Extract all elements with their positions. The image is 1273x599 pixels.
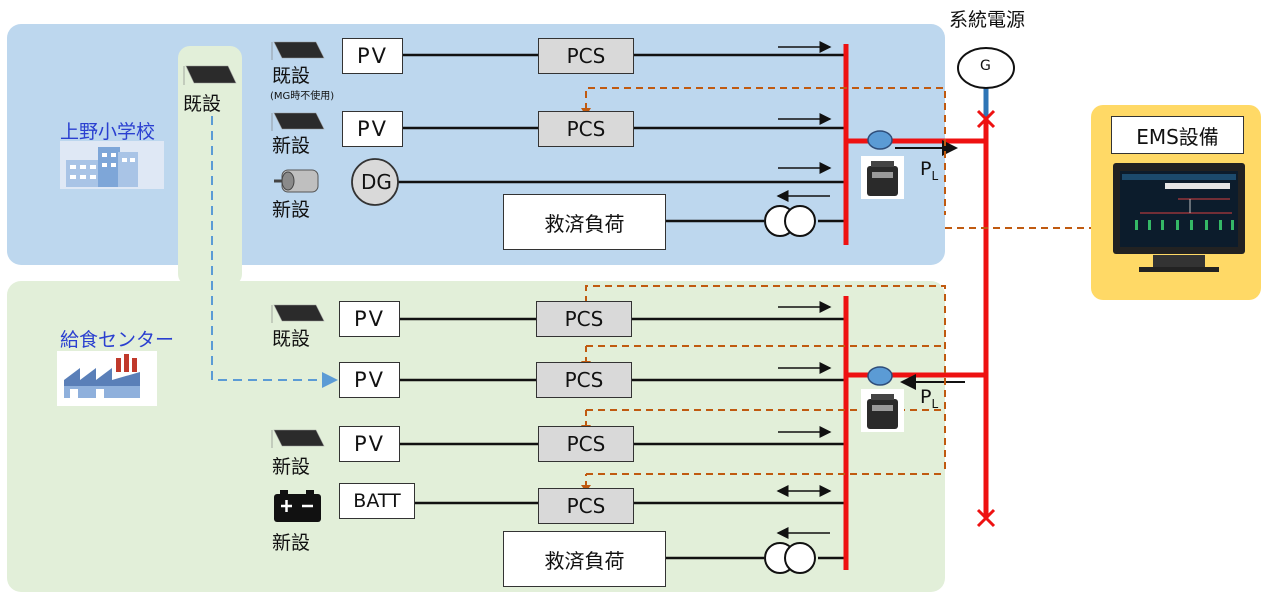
breaker-x [976, 109, 996, 528]
school-pv-2: PV [342, 111, 403, 147]
school-pcs-2: PCS [538, 111, 634, 147]
school-pcs-1: PCS [538, 38, 634, 74]
solar-panel-icon [185, 41, 325, 447]
shared-pv-strip [178, 46, 242, 286]
center-pv-1: PV [339, 301, 400, 337]
diesel-generator-icon [274, 169, 319, 193]
ems-title: EMS設備 [1111, 116, 1244, 154]
meter-icon [867, 130, 893, 386]
school-building-icon [60, 141, 164, 189]
center-pcs-3: PCS [538, 426, 634, 462]
shared-pv-link [211, 116, 338, 388]
diesel-generator-symbol [351, 158, 399, 206]
power-bus [843, 44, 989, 570]
center-pv-3: PV [339, 426, 400, 462]
grid-title: 系統電源 [949, 9, 1026, 31]
center-feeders [400, 317, 846, 560]
center-pcs-4: PCS [538, 488, 634, 524]
center-pcs-1: PCS [536, 301, 632, 337]
school-row-3-status: 新設 [272, 199, 311, 221]
school-name: 上野小学校 [60, 121, 156, 143]
control-lines [585, 87, 1091, 488]
school-pl: PL [920, 158, 939, 183]
center-batt: BATT [339, 483, 415, 519]
center-row-3-status: 新設 [272, 456, 311, 478]
school-row-2-status: 新設 [272, 135, 311, 157]
transformer-icon [764, 205, 816, 574]
school-feeders [398, 53, 846, 223]
center-load: 救済負荷 [503, 531, 666, 587]
center-zone [7, 281, 945, 592]
center-row-1-status: 既設 [272, 328, 311, 350]
center-name: 給食センター [60, 329, 175, 351]
center-row-4-status: 新設 [272, 532, 311, 554]
center-pcs-2: PCS [536, 362, 632, 398]
power-meter-device-icon [861, 156, 904, 432]
school-row-1-status: 既設 [272, 65, 311, 87]
school-load: 救済負荷 [503, 194, 666, 250]
shared-pv-status: 既設 [183, 93, 222, 115]
food-center-building-icon [57, 351, 157, 406]
center-pl: PL [920, 386, 939, 411]
battery-icon [274, 490, 321, 522]
school-pv-1: PV [342, 38, 403, 74]
school-dg-label: DG [361, 170, 392, 194]
grid-generator-icon [957, 47, 1015, 89]
flow-arrows [776, 41, 832, 539]
school-row-1-note: (MG時不使用) [270, 91, 335, 102]
ems-monitor-icon [1113, 163, 1245, 272]
grid-generator-label: G [980, 58, 991, 74]
center-pv-2: PV [339, 362, 400, 398]
